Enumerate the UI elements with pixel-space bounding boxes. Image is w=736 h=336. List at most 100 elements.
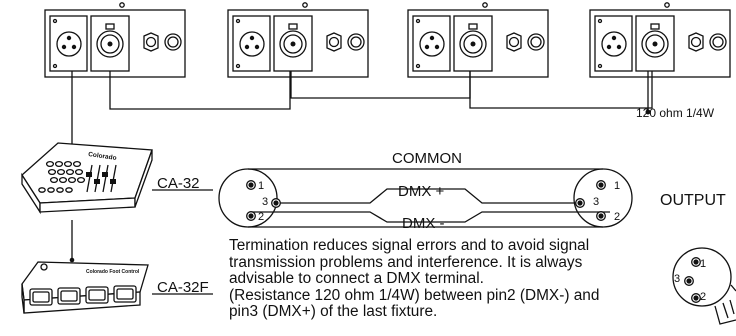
xlr-latch [650,23,660,30]
termination-line: (Resistance 120 ohm 1/4W) between pin2 (… [229,286,600,304]
xlr-out-connector [96,30,124,58]
fixture-panel [407,9,549,78]
output-cable-strain [714,284,736,325]
footcontroller-brand-logo: Colorado Foot Control [86,269,140,275]
dmx-link-wire [469,71,653,109]
power-nut-hole [145,36,157,48]
controller-ca32-illustration: Colorado [21,142,153,215]
controller-button [65,168,75,176]
fuse-cap [530,36,542,48]
controller-button [47,187,55,193]
xlr-pin [290,41,296,47]
power-nut [688,32,704,52]
xlr-out-inner [100,34,120,54]
pin-label: 3 [593,196,600,208]
controller-ca32f-illustration: Colorado Foot Control [21,261,149,314]
pin-label: 1 [700,258,707,270]
connector-pin-core [273,200,279,206]
pin-label: 1 [614,180,621,192]
controller-fader-knob [102,172,108,177]
controller-button [58,176,68,184]
output-label: OUTPUT [660,192,726,209]
indicator-dot [302,2,308,8]
controller-button [65,187,73,193]
xlr-pin [61,44,67,50]
daisy-chain-wires [69,71,653,263]
termination-line: advisable to connect a DMX terminal. [229,270,484,288]
xlr-in-housing [49,15,88,72]
connector-pin-core [248,182,254,188]
pin-label: 3 [674,273,681,285]
output-connector-illustration [672,247,736,325]
xlr-out-inner [283,34,303,54]
controller-fader-track [86,164,93,193]
screw [415,18,421,24]
xlr-in-housing [232,15,271,72]
controller-fader-track [102,164,109,193]
connector-pin-core [248,213,254,219]
xlr-out-housing [453,15,493,72]
indicator-dot [664,2,670,8]
output-connector-body [672,247,732,307]
xlr-pin [429,35,435,41]
controller-model-label: CA-32 [157,175,200,192]
screw [52,18,58,24]
controller-button [74,168,84,176]
controller-button [38,187,46,193]
fuse-cap [712,36,724,48]
connector-pin-core [577,200,583,206]
fuse-cap [167,36,179,48]
dmx-plus-wire [276,188,580,204]
xlr-pin [249,35,255,41]
power-nut [143,32,159,52]
pin-label: 3 [262,196,269,208]
fuse-holder [709,33,727,51]
xlr-pin [611,35,617,41]
xlr-pin [606,44,612,50]
controller-wire-dot [69,257,75,263]
controller-button [49,176,59,184]
controller-button [54,160,64,168]
xlr-in-housing [594,15,633,72]
controller-button [76,176,86,184]
controller-button [56,187,64,193]
controller-button [67,176,77,184]
power-nut-hole [690,36,702,48]
xlr-in-connector [239,31,265,57]
fixture-panel [227,9,369,78]
screw [597,18,603,24]
screw [52,63,58,69]
indicator-dot [119,2,125,8]
xlr-pin [616,44,622,50]
dmx-plus-wire-label: DMX + [398,183,445,200]
controller-fader-knob [86,172,92,177]
common-wire-label: COMMON [392,150,462,167]
xlr-out-inner [645,34,665,54]
fuse-cap [350,36,362,48]
connector-pin-core [693,295,699,301]
xlr-in-housing [412,15,451,72]
xlr-pin [470,41,476,47]
screw [235,18,241,24]
connector-pin-core [686,278,692,284]
footcontroller-knob [40,263,48,271]
fixture-panels [44,2,731,78]
termination-note: Termination reduces signal errors and to… [229,237,669,321]
xlr-pin [107,41,113,47]
dmx-minus-wire [252,211,610,223]
controller-button [47,168,57,176]
xlr-out-housing [635,15,675,72]
footswitch-pad [88,289,106,301]
xlr-pin [652,41,658,47]
controller-brand-logo: Colorado [88,151,117,162]
fuse-holder [164,33,182,51]
xlr-pin [424,44,430,50]
xlr-pin [254,44,260,50]
xlr-in-connector [56,31,82,57]
termination-line: pin3 (DMX+) of the last fixture. [229,303,438,321]
xlr-latch [468,23,478,30]
controller-side [134,149,153,208]
xlr-out-connector [459,30,487,58]
controller-model-label: CA-32F [157,279,209,296]
footswitch [29,288,53,306]
